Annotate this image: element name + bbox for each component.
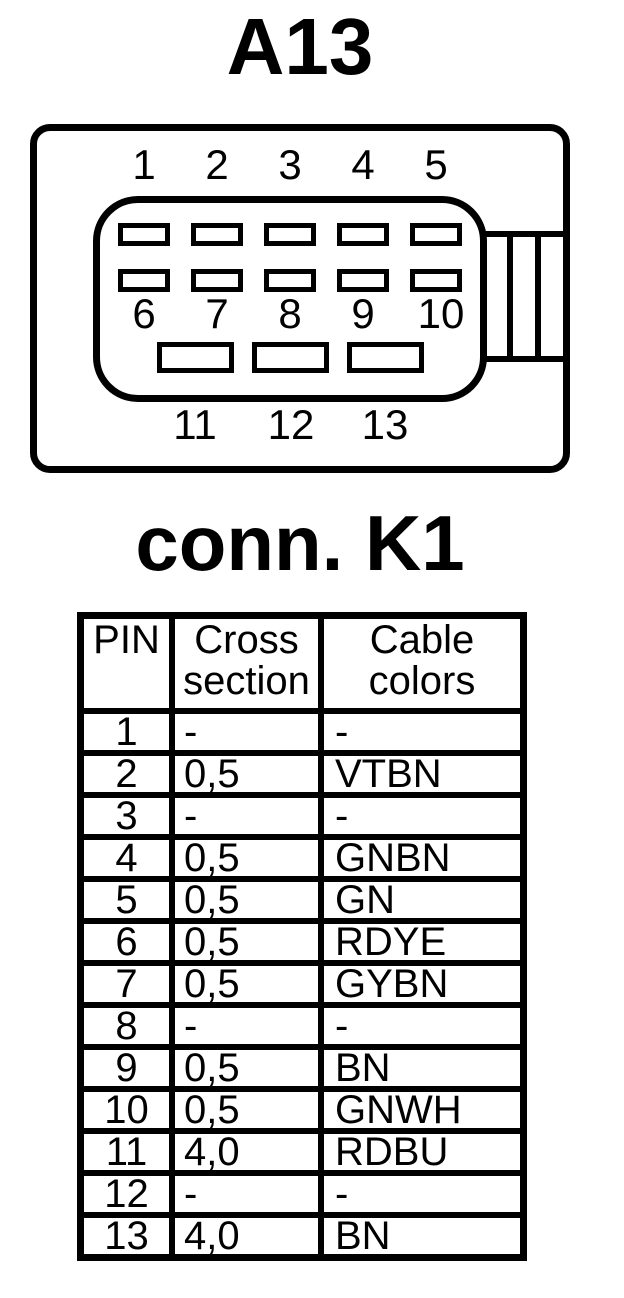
pin-number-label-9: 9 (351, 290, 375, 337)
pin-cavity-9 (337, 269, 389, 292)
pinout-table: PIN Cross section Cable colors 1 - - 2 0… (77, 612, 527, 1261)
pin-number-label-2: 2 (205, 141, 229, 188)
cross-section-cell: 0,5 (169, 1086, 324, 1134)
pin-number-cell: 12 (77, 1170, 175, 1218)
cable-color-cell: - (318, 792, 527, 840)
pin-cavity-7 (191, 269, 243, 292)
table-row-pin-11: 11 4,0 RDBU (77, 1128, 527, 1176)
cross-section-cell: 0,5 (169, 960, 324, 1008)
table-row-pin-1: 1 - - (77, 708, 527, 756)
cross-section-cell: - (169, 792, 324, 840)
table-row-pin-13: 13 4,0 BN (77, 1212, 527, 1261)
connector-id-title: A13 (226, 2, 374, 91)
cable-color-cell: - (318, 708, 527, 756)
cable-color-cell: VTBN (318, 750, 527, 798)
table-row-pin-2: 2 0,5 VTBN (77, 750, 527, 798)
table-row-pin-8: 8 - - (77, 1002, 527, 1050)
header-cross-section: Cross section (169, 612, 324, 714)
latch-rib (535, 237, 541, 356)
cable-color-cell: GNWH (318, 1086, 527, 1134)
table-row-pin-9: 9 0,5 BN (77, 1044, 527, 1092)
cross-section-cell: 0,5 (169, 876, 324, 924)
table-row-pin-7: 7 0,5 GYBN (77, 960, 527, 1008)
pin-cavity-1 (118, 223, 170, 246)
pin-number-cell: 9 (77, 1044, 175, 1092)
pin-number-cell: 2 (77, 750, 175, 798)
table-row-pin-3: 3 - - (77, 792, 527, 840)
pin-number-label-7: 7 (205, 290, 229, 337)
pin-cavity-4 (337, 223, 389, 246)
pin-cavity-13 (347, 342, 424, 373)
pin-cavity-12 (252, 342, 329, 373)
table-row-pin-6: 6 0,5 RDYE (77, 918, 527, 966)
pin-cavity-8 (264, 269, 316, 292)
cross-section-cell: 0,5 (169, 918, 324, 966)
cable-color-cell: BN (318, 1212, 527, 1261)
table-row-pin-12: 12 - - (77, 1170, 527, 1218)
pin-number-cell: 11 (77, 1128, 175, 1176)
cable-color-cell: - (318, 1002, 527, 1050)
pin-cavity-5 (410, 223, 462, 246)
pin-cavity-3 (264, 223, 316, 246)
pin-number-cell: 5 (77, 876, 175, 924)
pin-number-cell: 3 (77, 792, 175, 840)
table-row-pin-5: 5 0,5 GN (77, 876, 527, 924)
cross-section-cell: 0,5 (169, 750, 324, 798)
cross-section-cell: - (169, 1002, 324, 1050)
pin-number-cell: 8 (77, 1002, 175, 1050)
cross-section-cell: 0,5 (169, 834, 324, 882)
cable-color-cell: GYBN (318, 960, 527, 1008)
latch-rib (507, 237, 513, 356)
pin-cavity-11 (157, 342, 234, 373)
cable-color-cell: RDYE (318, 918, 527, 966)
cable-color-cell: GN (318, 876, 527, 924)
cable-color-cell: RDBU (318, 1128, 527, 1176)
pin-number-label-11: 11 (173, 401, 217, 448)
pin-number-cell: 10 (77, 1086, 175, 1134)
pin-cavity-2 (191, 223, 243, 246)
pin-number-cell: 13 (77, 1212, 175, 1261)
pin-number-label-5: 5 (424, 141, 448, 188)
pin-number-label-13: 13 (361, 401, 409, 448)
table-header-row: PIN Cross section Cable colors (77, 612, 527, 714)
table-row-pin-10: 10 0,5 GNWH (77, 1086, 527, 1134)
cable-color-cell: GNBN (318, 834, 527, 882)
pin-number-label-12: 12 (267, 401, 315, 448)
pin-number-label-3: 3 (278, 141, 302, 188)
table-title: conn. K1 (135, 499, 465, 587)
cross-section-cell: 4,0 (169, 1128, 324, 1176)
pin-number-label-6: 6 (132, 290, 156, 337)
pin-number-cell: 4 (77, 834, 175, 882)
connector-latch (486, 231, 565, 362)
pin-number-cell: 1 (77, 708, 175, 756)
cross-section-cell: 0,5 (169, 1044, 324, 1092)
pin-cavity-10 (410, 269, 462, 292)
header-pin: PIN (77, 612, 175, 714)
pin-number-label-4: 4 (351, 141, 375, 188)
cross-section-cell: - (169, 708, 324, 756)
cable-color-cell: BN (318, 1044, 527, 1092)
cross-section-cell: 4,0 (169, 1212, 324, 1261)
pin-number-label-8: 8 (278, 290, 302, 337)
pin-number-cell: 7 (77, 960, 175, 1008)
cross-section-cell: - (169, 1170, 324, 1218)
table-row-pin-4: 4 0,5 GNBN (77, 834, 527, 882)
pin-cavity-6 (118, 269, 170, 292)
pin-number-label-1: 1 (132, 141, 156, 188)
header-cable-colors: Cable colors (318, 612, 527, 714)
pin-number-label-10: 10 (417, 290, 465, 337)
pin-number-cell: 6 (77, 918, 175, 966)
cable-color-cell: - (318, 1170, 527, 1218)
